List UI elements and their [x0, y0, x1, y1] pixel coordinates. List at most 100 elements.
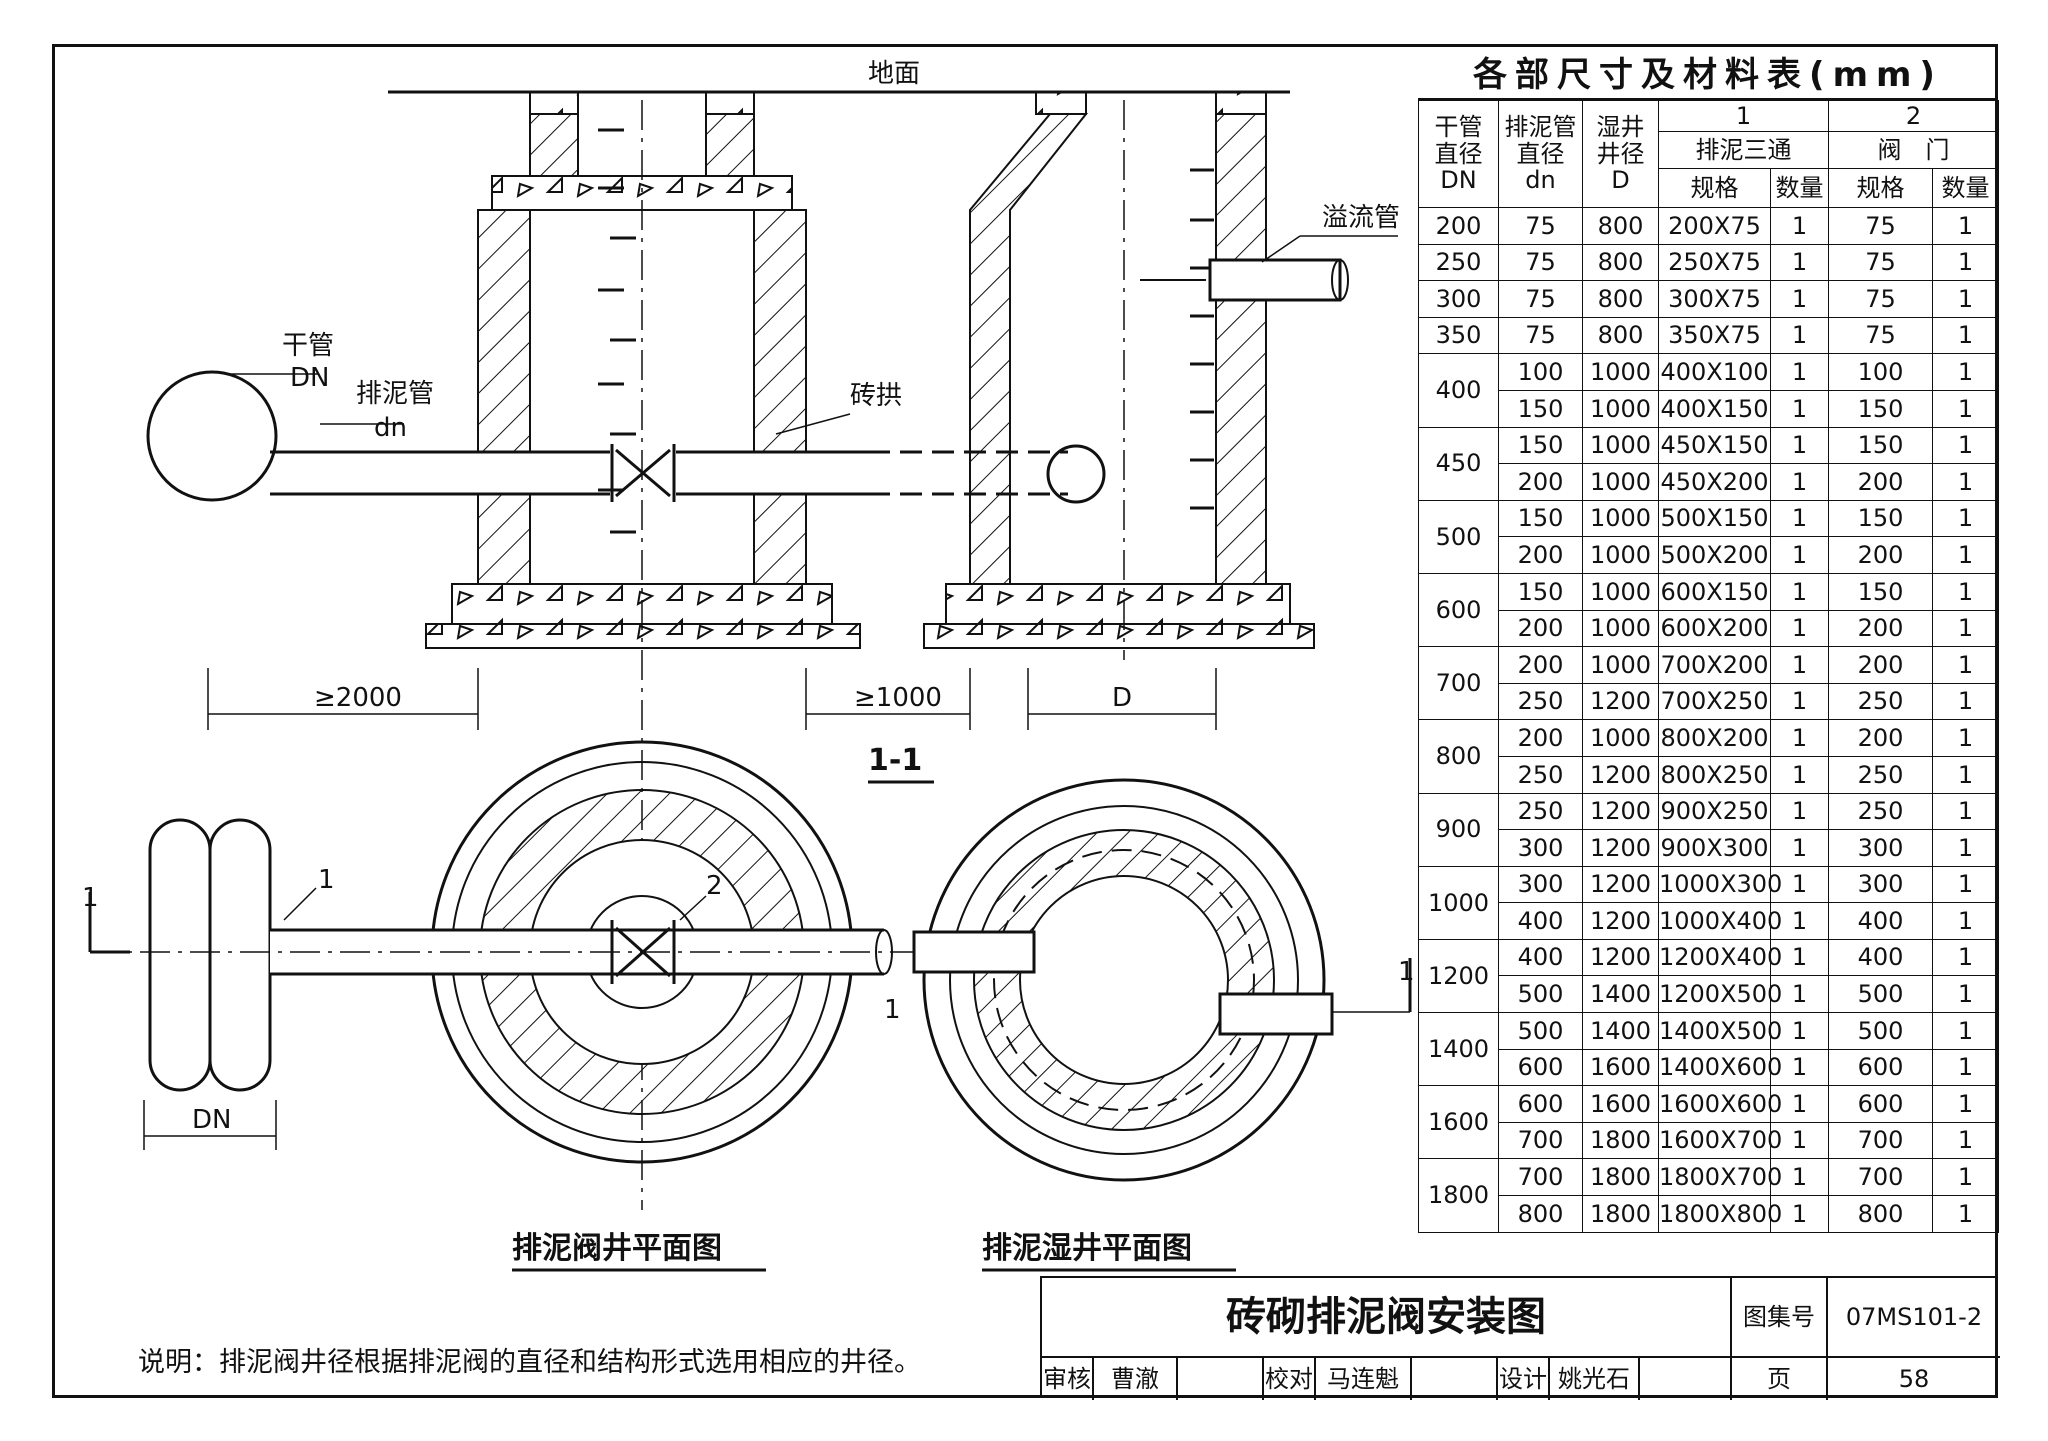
cell-valve-qty: 1 [1932, 353, 1999, 391]
cell-valve-spec: 100 [1828, 353, 1933, 391]
cell-valve-qty: 1 [1932, 243, 1999, 282]
cell-valve-spec: 150 [1828, 499, 1933, 538]
cell-main-dn: 350 [1418, 316, 1499, 355]
cell-tee-spec: 350X75 [1658, 316, 1771, 355]
cell-tee-qty: 1 [1770, 499, 1829, 538]
title-block: 砖砌排泥阀安装图 图集号 07MS101-2 审核 曹澈 校对 马连魁 设计 姚… [1040, 1276, 2000, 1400]
cell-main-dn: 600 [1418, 572, 1499, 648]
cell-tee-qty: 1 [1770, 389, 1829, 428]
header-group1-no: 1 [1658, 100, 1829, 132]
header-wet-well: 湿井 井径 D [1582, 100, 1659, 208]
cell-valve-spec: 300 [1828, 865, 1933, 904]
cell-valve-spec: 75 [1828, 243, 1933, 282]
page-label: 页 [1732, 1358, 1828, 1400]
cell-valve-spec: 700 [1828, 1158, 1933, 1197]
cell-tee-spec: 1800X800 [1658, 1195, 1782, 1233]
cell-drain-dn: 400 [1498, 938, 1583, 977]
cell-drain-dn: 600 [1498, 1048, 1583, 1087]
cell-valve-spec: 700 [1828, 1121, 1933, 1160]
cell-main-dn: 200 [1418, 207, 1499, 245]
cell-valve-qty: 1 [1932, 719, 1999, 757]
cell-tee-spec: 200X75 [1658, 207, 1771, 245]
cell-main-dn: 900 [1418, 792, 1499, 867]
cell-main-dn: 700 [1418, 646, 1499, 721]
main-pipe-section [146, 370, 278, 502]
cell-valve-spec: 250 [1828, 792, 1933, 831]
header-drain-dn: 排泥管 直径 dn [1498, 100, 1583, 208]
cell-wet-well-d: 1200 [1582, 829, 1659, 867]
cell-main-dn: 1600 [1418, 1085, 1499, 1160]
cell-wet-well-d: 800 [1582, 243, 1659, 282]
page-number: 58 [1898, 1365, 1930, 1393]
cell-tee-qty: 1 [1770, 938, 1829, 977]
cell-main-dn: 1200 [1418, 938, 1499, 1014]
cell-wet-well-d: 1200 [1582, 682, 1659, 721]
cell-main-dn: 1400 [1418, 1012, 1499, 1087]
cell-tee-spec: 400X100 [1658, 353, 1771, 391]
cell-valve-qty: 1 [1932, 792, 1999, 831]
cell-drain-dn: 250 [1498, 792, 1583, 831]
cell-wet-well-d: 1000 [1582, 463, 1659, 501]
cell-valve-qty: 1 [1932, 536, 1999, 574]
cell-tee-qty: 1 [1770, 572, 1829, 611]
cell-wet-well-d: 1200 [1582, 792, 1659, 831]
cell-tee-spec: 500X200 [1658, 536, 1771, 574]
cell-valve-spec: 500 [1828, 975, 1933, 1014]
checker-signature [1412, 1358, 1498, 1400]
cell-drain-dn: 200 [1498, 536, 1583, 574]
cell-valve-qty: 1 [1932, 1085, 1999, 1123]
cell-tee-qty: 1 [1770, 792, 1829, 831]
cell-wet-well-d: 1000 [1582, 353, 1659, 391]
header-drain-dn-l2: 直径 [1516, 139, 1565, 168]
dim-2000: ≥2000 [314, 683, 402, 713]
dim-1000: ≥1000 [854, 683, 942, 713]
cell-valve-spec: 75 [1828, 207, 1933, 245]
cell-drain-dn: 700 [1498, 1158, 1583, 1197]
header-group2-name: 阀 门 [1828, 131, 1999, 169]
cell-tee-spec: 600X150 [1658, 572, 1771, 611]
cell-tee-spec: 450X150 [1658, 426, 1771, 465]
cell-main-dn: 1000 [1418, 865, 1499, 940]
cell-tee-qty: 1 [1770, 1121, 1829, 1160]
cell-valve-spec: 400 [1828, 938, 1933, 977]
header-spec-1: 规格 [1658, 168, 1771, 208]
cell-valve-spec: 250 [1828, 755, 1933, 794]
reviewer-signature [1178, 1358, 1264, 1400]
header-main-dn-l1: 干管 [1434, 113, 1483, 142]
wet-well-plan [912, 778, 1412, 1182]
cell-tee-qty: 1 [1770, 353, 1829, 391]
cell-tee-qty: 1 [1770, 1158, 1829, 1197]
cell-valve-spec: 600 [1828, 1048, 1933, 1087]
cell-tee-spec: 800X250 [1658, 755, 1771, 794]
cell-valve-qty: 1 [1932, 280, 1999, 318]
cell-wet-well-d: 800 [1582, 207, 1659, 245]
section-mark: 1-1 [868, 743, 922, 778]
cell-drain-dn: 200 [1498, 646, 1583, 684]
cell-wet-well-d: 1000 [1582, 572, 1659, 611]
cell-wet-well-d: 1200 [1582, 865, 1659, 904]
cell-valve-spec: 150 [1828, 426, 1933, 465]
cell-valve-spec: 200 [1828, 463, 1933, 501]
cell-wet-well-d: 1200 [1582, 902, 1659, 940]
cell-tee-spec: 800X200 [1658, 719, 1771, 757]
cell-drain-dn: 200 [1498, 463, 1583, 501]
cell-drain-dn: 150 [1498, 426, 1583, 465]
cell-tee-spec: 1000X400 [1658, 902, 1782, 940]
header-drain-dn-l3: dn [1525, 166, 1556, 195]
cell-valve-qty: 1 [1932, 682, 1999, 721]
cell-drain-dn: 75 [1498, 280, 1583, 318]
drain-pipe-label: 排泥管 [356, 379, 434, 409]
cell-wet-well-d: 1400 [1582, 1012, 1659, 1050]
cell-tee-spec: 600X200 [1658, 609, 1771, 648]
cell-valve-qty: 1 [1932, 1048, 1999, 1087]
